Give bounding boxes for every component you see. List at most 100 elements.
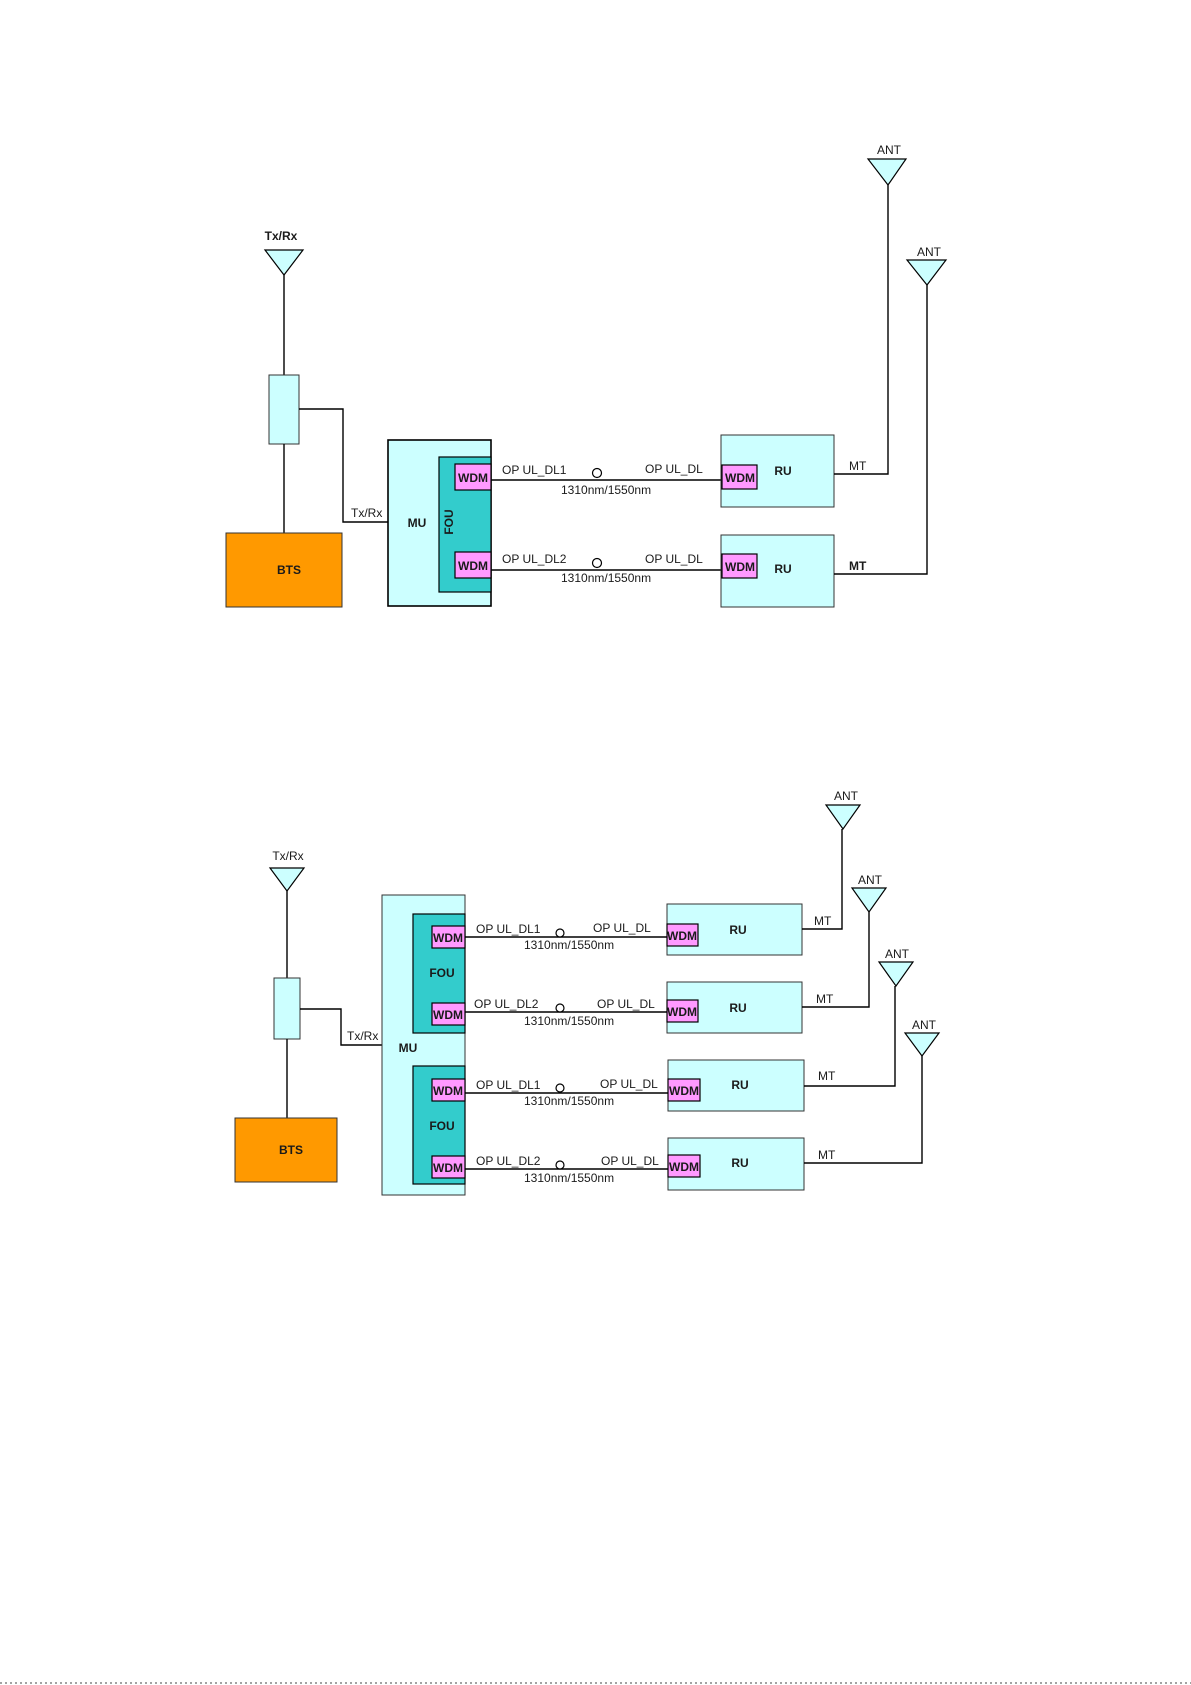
coupler-txrx-label: Tx/Rx: [347, 1029, 378, 1043]
ru-2-wdm: [666, 999, 699, 1023]
ru-1-label: RU: [729, 923, 746, 937]
ru-2-wdm: [721, 553, 758, 579]
link-3-wavelength: 1310nm/1550nm: [524, 1094, 614, 1108]
fou-1-wdm-2: [431, 1002, 466, 1026]
ru-1-wdm: [721, 464, 758, 490]
mt-2-label: MT: [816, 992, 834, 1006]
mt-wire-2: [834, 285, 928, 575]
fou-1-wdm-2-label: WDM: [433, 1008, 463, 1022]
ant-1-label: ANT: [877, 143, 902, 157]
ant-1-icon: [866, 158, 908, 187]
fou-2-wdm-1: [431, 1078, 466, 1102]
link-1-wavelength: 1310nm/1550nm: [561, 483, 651, 497]
mt-wire-1: [834, 185, 889, 475]
ant-2-label: ANT: [858, 873, 883, 887]
ant-2-label: ANT: [917, 245, 942, 259]
fiber-connector-icon: [555, 1160, 565, 1170]
fou-1-wdm-1-label: WDM: [433, 931, 463, 945]
ru-4-label: RU: [731, 1156, 748, 1170]
ru-3-wdm-label: WDM: [669, 1084, 699, 1098]
bts-label: BTS: [279, 1143, 303, 1157]
ant-1-icon: [824, 804, 862, 831]
diagram-1: Tx/Rx Tx/Rx BTS MU FOU WDM WDM OP UL_DL1…: [225, 143, 948, 608]
ru-1-wdm-label: WDM: [667, 929, 697, 943]
fou-2-wdm-1-label: WDM: [433, 1084, 463, 1098]
link-4-left-label: OP UL_DL2: [476, 1154, 541, 1168]
link-2-left-label: OP UL_DL2: [474, 997, 539, 1011]
ru-4-wdm: [667, 1154, 701, 1178]
bts-label: BTS: [277, 563, 301, 577]
link-2-right-label: OP UL_DL: [597, 997, 655, 1011]
ru-1-wdm-label: WDM: [725, 471, 755, 485]
link-2-right-label: OP UL_DL: [645, 552, 703, 566]
link-3-right-label: OP UL_DL: [600, 1077, 658, 1091]
txrx-antenna-label: Tx/Rx: [272, 849, 303, 863]
link-4-right-label: OP UL_DL: [601, 1154, 659, 1168]
fou-2-wdm-2-label: WDM: [433, 1161, 463, 1175]
fou-1-label: FOU: [429, 966, 454, 980]
link-1-right-label: OP UL_DL: [593, 921, 651, 935]
ant-3-icon: [877, 961, 915, 988]
ant-4-label: ANT: [912, 1018, 937, 1032]
ant-2-icon: [905, 259, 948, 286]
ru-3-wdm: [667, 1078, 701, 1102]
fou-wdm-2-label: WDM: [458, 559, 488, 573]
coupler-mu-wire: [300, 1008, 382, 1046]
ru-2-label: RU: [774, 562, 791, 576]
mt-4-label: MT: [818, 1148, 836, 1162]
mu-label: MU: [408, 516, 427, 530]
txrx-antenna-label: Tx/Rx: [265, 229, 298, 243]
ant-3-label: ANT: [885, 947, 910, 961]
fiber-connector-icon: [591, 467, 603, 479]
fou-2-wdm-2: [431, 1155, 466, 1179]
mt-wire-3: [804, 986, 896, 1087]
ant-4-icon: [903, 1032, 941, 1058]
txrx-antenna-icon: [263, 249, 305, 276]
link-2-wavelength: 1310nm/1550nm: [561, 571, 651, 585]
mt-wire-4: [804, 1056, 923, 1164]
bts-block: [225, 532, 343, 608]
fiber-connector-icon: [555, 928, 565, 938]
ru-1-wdm: [666, 923, 699, 947]
ru-2-wdm-label: WDM: [667, 1005, 697, 1019]
mt-1-label: MT: [814, 914, 832, 928]
fiber-connector-icon: [555, 1083, 565, 1093]
ru-3-label: RU: [731, 1078, 748, 1092]
coupler-block: [268, 374, 300, 445]
link-2-left-label: OP UL_DL2: [502, 552, 567, 566]
mt-wire-2: [802, 912, 870, 1008]
link-4-wavelength: 1310nm/1550nm: [524, 1171, 614, 1185]
coupler-block: [273, 977, 301, 1040]
diagram-2: Tx/Rx Tx/Rx BTS MU FOU WDM WDM FOU WDM W…: [234, 789, 941, 1196]
ru-4-wdm-label: WDM: [669, 1160, 699, 1174]
link-2-wavelength: 1310nm/1550nm: [524, 1014, 614, 1028]
mu-label: MU: [399, 1041, 418, 1055]
fou-wdm-2: [454, 551, 492, 579]
ru-1-label: RU: [774, 464, 791, 478]
link-1-left-label: OP UL_DL1: [476, 922, 541, 936]
coupler-mu-wire: [299, 408, 388, 523]
link-1-wavelength: 1310nm/1550nm: [524, 938, 614, 952]
link-3-left-label: OP UL_DL1: [476, 1078, 541, 1092]
link-1-left-label: OP UL_DL1: [502, 463, 567, 477]
ru-2-label: RU: [729, 1001, 746, 1015]
ant-2-icon: [850, 887, 888, 914]
fou-2-label: FOU: [429, 1119, 454, 1133]
ant-1-label: ANT: [834, 789, 859, 803]
coupler-txrx-label: Tx/Rx: [351, 506, 382, 520]
txrx-antenna-icon: [268, 867, 306, 893]
ru-2-wdm-label: WDM: [725, 560, 755, 574]
bts-block: [234, 1117, 338, 1183]
fou-wdm-1: [454, 463, 492, 491]
ru-block-2: [720, 534, 835, 608]
fiber-connector-icon: [555, 1003, 565, 1013]
fou-wdm-1-label: WDM: [458, 471, 488, 485]
fiber-connector-icon: [591, 557, 603, 569]
mt-3-label: MT: [818, 1069, 836, 1083]
mt-wire-1: [802, 829, 843, 930]
fou-label: FOU: [442, 509, 456, 534]
link-1-right-label: OP UL_DL: [645, 462, 703, 476]
mt-2-label: MT: [849, 559, 867, 573]
mt-1-label: MT: [849, 459, 867, 473]
